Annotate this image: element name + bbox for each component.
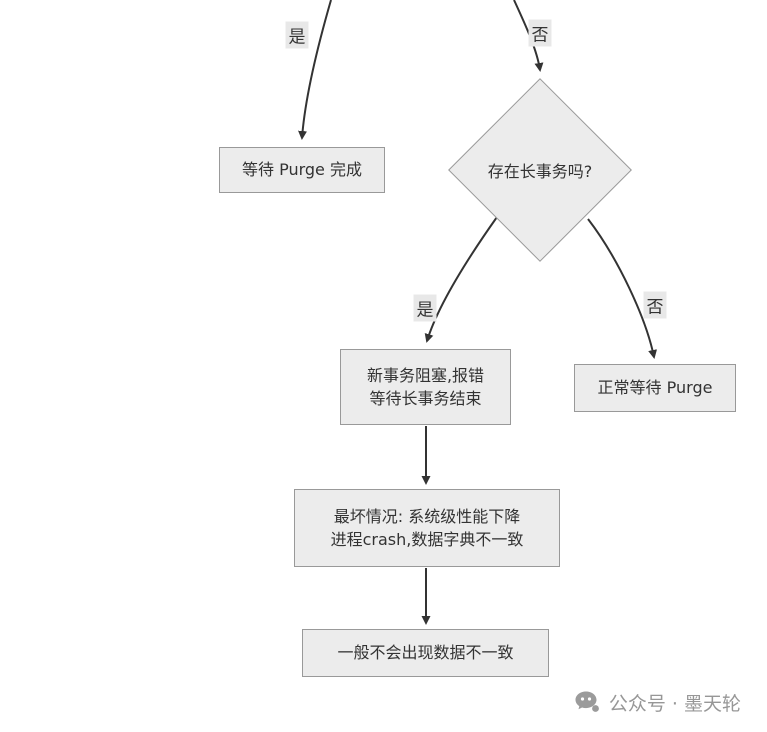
node-normal-wait-purge: 正常等待 Purge xyxy=(574,364,736,412)
node-blocked-line2: 等待长事务结束 xyxy=(369,389,482,408)
edge-decision-yes xyxy=(424,216,498,343)
edge-root-yes xyxy=(298,0,332,140)
node-worst-case-line2: 进程crash,数据字典不一致 xyxy=(330,530,524,549)
edge-decision-no xyxy=(587,218,657,359)
watermark-text: 公众号 · 墨天轮 xyxy=(608,692,741,715)
edge-label-decision-no: 否 xyxy=(643,291,667,319)
wechat-official-account-icon xyxy=(573,688,601,716)
node-blocked-line1: 新事务阻塞,报错 xyxy=(366,365,485,385)
watermark: 公众号 · 墨天轮 xyxy=(573,688,741,716)
edge-label-root-yes: 是 xyxy=(285,21,309,49)
node-wait-purge-done: 等待 Purge 完成 xyxy=(219,147,385,193)
edge-label-root-no: 否 xyxy=(528,19,552,47)
node-wait-purge-done-label: 等待 Purge 完成 xyxy=(242,160,362,180)
node-no-inconsistency: 一般不会出现数据不一致 xyxy=(302,629,549,677)
node-worst-case: 最坏情况: 系统级性能下降 进程crash,数据字典不一致 xyxy=(294,489,560,567)
node-blocked-transactions: 新事务阻塞,报错 等待长事务结束 xyxy=(340,349,511,425)
edge-label-decision-yes: 是 xyxy=(413,294,437,322)
node-no-inconsistency-label: 一般不会出现数据不一致 xyxy=(337,643,514,663)
node-worst-case-line1: 最坏情况: 系统级性能下降 xyxy=(333,506,521,526)
decision-node-label: 存在长事务吗? xyxy=(487,162,593,181)
node-normal-wait-purge-label: 正常等待 Purge xyxy=(597,378,713,398)
